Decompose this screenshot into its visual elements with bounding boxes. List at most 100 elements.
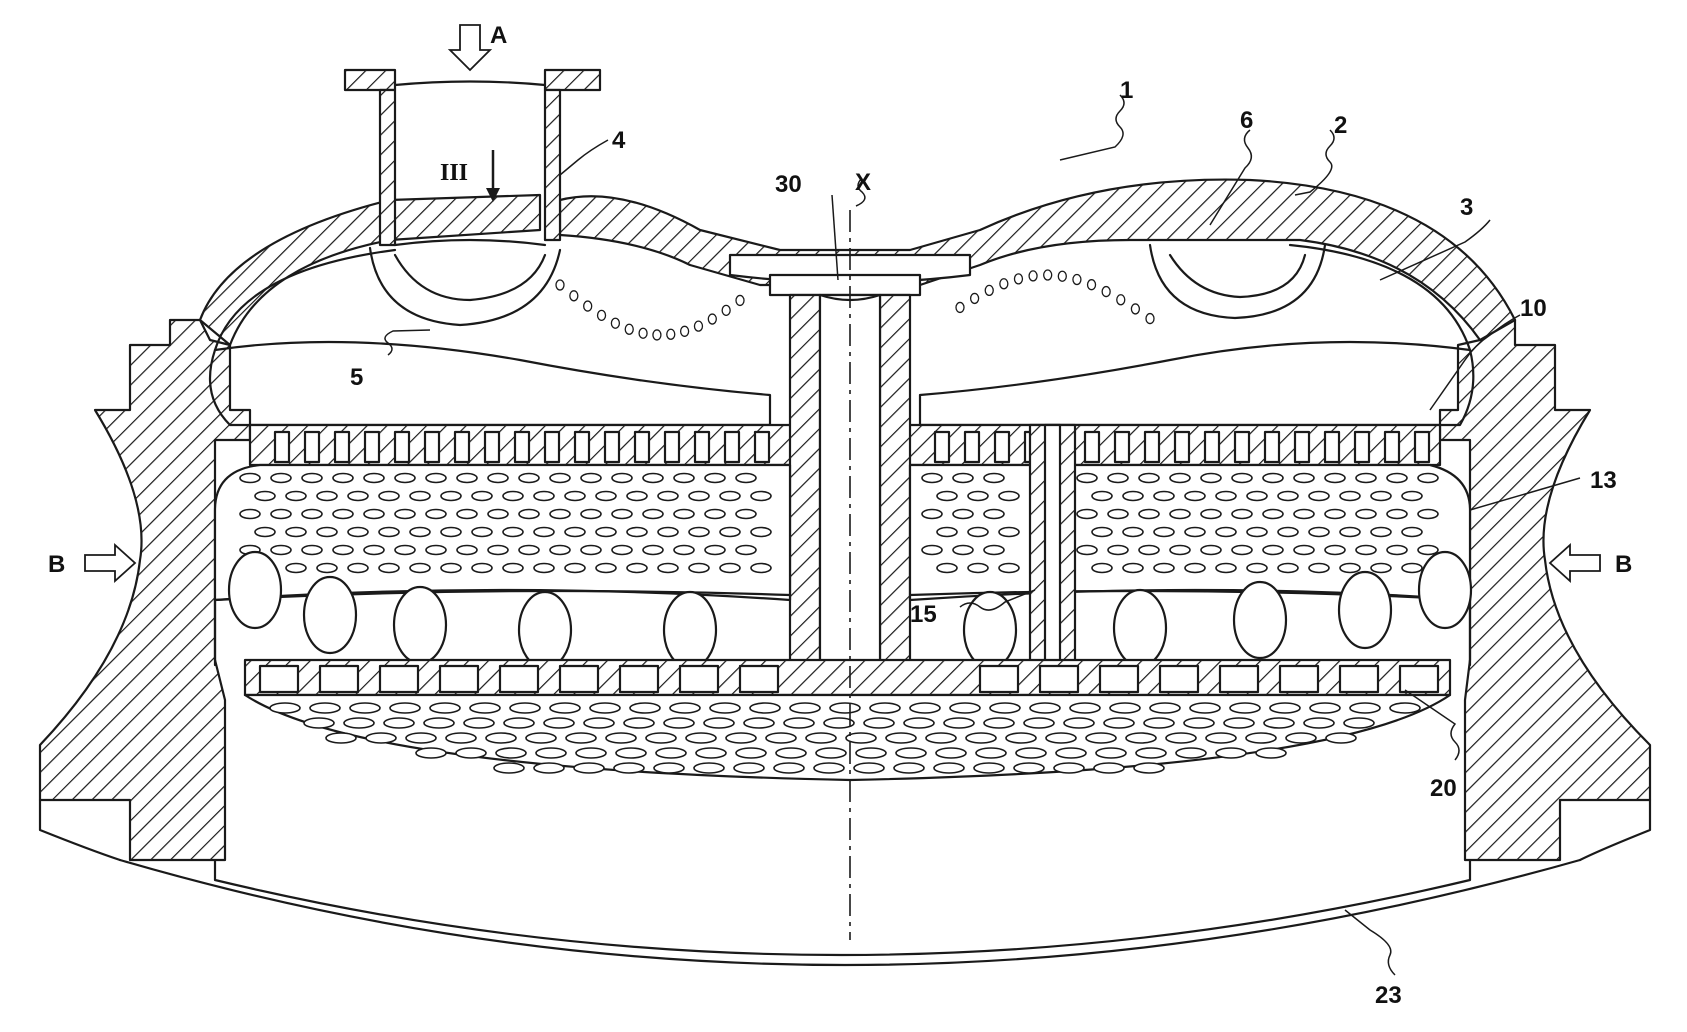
disc-hole (347, 490, 369, 502)
disc-hole (1138, 508, 1160, 520)
bottom-hole (669, 702, 701, 714)
disc-hole (1231, 472, 1253, 484)
bottom-hole (775, 747, 807, 759)
disc-hole (1355, 508, 1377, 520)
bottom-hole (535, 747, 567, 759)
bottom-hole (1053, 762, 1085, 774)
injector-15 (1028, 423, 1077, 672)
bottom-hole (1103, 717, 1135, 729)
disc-hole (719, 526, 741, 538)
swirl-opening (227, 550, 283, 630)
bottom-hole (623, 717, 655, 729)
bottom-hole (693, 762, 725, 774)
disc-hole (1401, 490, 1423, 502)
disc-hole (394, 508, 416, 520)
disc-hole (254, 490, 276, 502)
bottom-hole (423, 717, 455, 729)
bottom-hole (885, 732, 917, 744)
bottom-hole (925, 732, 957, 744)
label-10: 10 (1520, 295, 1547, 322)
perforation-dot (1130, 303, 1141, 315)
disc-hole (983, 544, 1005, 556)
disc-hole (533, 526, 555, 538)
disc-hole (967, 490, 989, 502)
bottom-hole (1149, 702, 1181, 714)
plate-slot (1413, 430, 1431, 464)
lower-slot (1098, 664, 1140, 694)
disc-hole (580, 544, 602, 556)
bottom-hole (1125, 732, 1157, 744)
disc-hole (657, 490, 679, 502)
disc-hole (440, 526, 462, 538)
perforation-dot (1057, 270, 1067, 282)
bottom-hole (1229, 702, 1261, 714)
disc-hole (1262, 472, 1284, 484)
bottom-hole (389, 702, 421, 714)
perforation-dot (735, 294, 745, 307)
label-inlet-a: A (490, 22, 507, 49)
swirl-opening (302, 575, 358, 655)
plate-slot (483, 430, 501, 464)
disc-hole (1200, 544, 1222, 556)
disc-hole (239, 508, 261, 520)
bottom-hole (485, 732, 517, 744)
bottom-hole (895, 747, 927, 759)
disc-hole (1339, 526, 1361, 538)
disc-hole (1107, 472, 1129, 484)
disc-hole (1401, 562, 1423, 574)
bottom-hole (1005, 732, 1037, 744)
perforation-dot (569, 290, 579, 302)
disc-hole (595, 562, 617, 574)
disc-hole (1324, 544, 1346, 556)
lower-slot (978, 664, 1020, 694)
disc-hole (270, 472, 292, 484)
disc-hole (239, 472, 261, 484)
disc-hole (425, 544, 447, 556)
bottom-hole (269, 702, 301, 714)
bottom-hole (765, 732, 797, 744)
disc-hole (704, 472, 726, 484)
disc-hole (1324, 508, 1346, 520)
disc-hole (471, 562, 493, 574)
disc-hole (502, 562, 524, 574)
disc-hole (657, 562, 679, 574)
bottom-hole (575, 747, 607, 759)
plate-slot (753, 430, 771, 464)
disc-hole (1308, 526, 1330, 538)
plate-slot (333, 430, 351, 464)
label-6: 6 (1240, 107, 1253, 134)
bottom-hole (429, 702, 461, 714)
lower-slot (1218, 664, 1260, 694)
plate-slot (543, 430, 561, 464)
disc-hole (1262, 544, 1284, 556)
plate-slot (453, 430, 471, 464)
bottom-hole (863, 717, 895, 729)
label-13: 13 (1590, 467, 1617, 494)
right-foot-outline (1578, 798, 1652, 862)
bottom-hole (325, 732, 357, 744)
perforation-dot (624, 323, 634, 335)
outer-casing-right (1438, 318, 1652, 862)
bottom-hole (583, 717, 615, 729)
lower-plate-20 (243, 658, 1452, 697)
disc-hole (626, 526, 648, 538)
disc-hole (487, 472, 509, 484)
disc-hole (611, 544, 633, 556)
disc-hole (533, 490, 555, 502)
disc-hole (502, 526, 524, 538)
bottom-hole (805, 732, 837, 744)
perforation-dot (666, 328, 676, 340)
disc-hole (549, 544, 571, 556)
disc-hole (983, 508, 1005, 520)
plate-slot (1083, 430, 1101, 464)
plate-slot (573, 430, 591, 464)
plate-slot (423, 430, 441, 464)
disc-hole (1370, 562, 1392, 574)
disc-hole (735, 472, 757, 484)
perforation-dot (1145, 312, 1155, 325)
bottom-hole (1063, 717, 1095, 729)
plate-slot (303, 430, 321, 464)
plate-slot (1113, 430, 1131, 464)
bottom-hole (549, 702, 581, 714)
disc-hole (471, 526, 493, 538)
